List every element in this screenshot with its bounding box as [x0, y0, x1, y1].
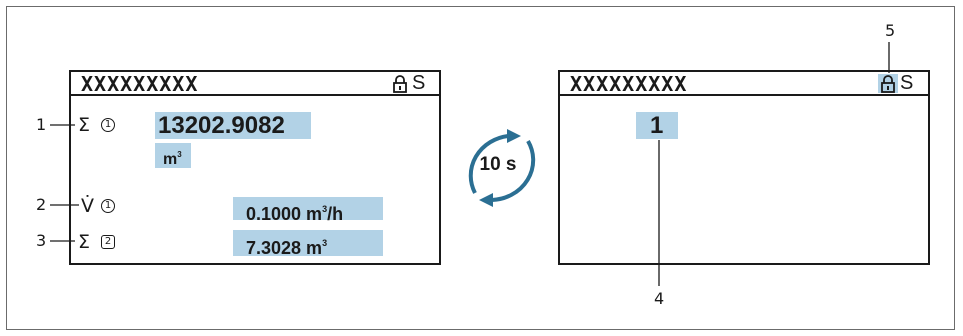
flow-rate-symbol: V̇ [81, 195, 94, 217]
unit-base: m [163, 151, 178, 169]
callout-3: 3 [36, 231, 47, 250]
unit-exponent: 3 [322, 204, 328, 214]
left-display-title: XXXXXXXXX [81, 72, 199, 96]
unit-exponent: 3 [322, 238, 328, 248]
totalizer-value: 13202.9082 [158, 112, 285, 139]
lock-icon [391, 74, 409, 93]
status-letter: S [412, 72, 426, 94]
totalizer-value-2: 7.3028 m [246, 238, 323, 259]
display-value: 1 [650, 112, 664, 139]
unit-exponent: 3 [177, 150, 182, 159]
right-display: XXXXXXXXX S 1 [558, 70, 930, 265]
channel-badge: 1 [101, 199, 115, 213]
right-display-header: XXXXXXXXX S [560, 72, 928, 96]
cycle-interval-label: 10 s [479, 154, 517, 175]
totalizer-symbol: Σ [78, 231, 91, 253]
lock-icon [879, 74, 897, 93]
callout-1: 1 [36, 115, 47, 134]
left-display: XXXXXXXXX S Σ 1 13202.9082 m3 V̇ 1 0.100… [69, 70, 441, 265]
value-highlight-1: 13202.9082 [155, 112, 311, 139]
unit-highlight-1: m3 [155, 143, 191, 168]
value-highlight-2: 0.1000 m3/h [233, 197, 383, 224]
figure-frame [6, 6, 955, 330]
right-display-title: XXXXXXXXX [570, 72, 688, 96]
value-highlight: 1 [636, 112, 678, 139]
totalizer-symbol: Σ [78, 114, 91, 136]
callout-5: 5 [885, 21, 896, 40]
callout-2: 2 [36, 195, 47, 214]
value-highlight-3: 7.3028 m3 [233, 230, 383, 259]
callout-4: 4 [654, 289, 665, 308]
unit-suffix: /h [327, 204, 344, 225]
status-letter: S [900, 72, 914, 94]
channel-badge: 2 [101, 235, 115, 249]
flow-rate-value: 0.1000 m [246, 204, 323, 225]
channel-badge: 1 [101, 118, 115, 132]
left-display-header: XXXXXXXXX S [71, 72, 439, 96]
